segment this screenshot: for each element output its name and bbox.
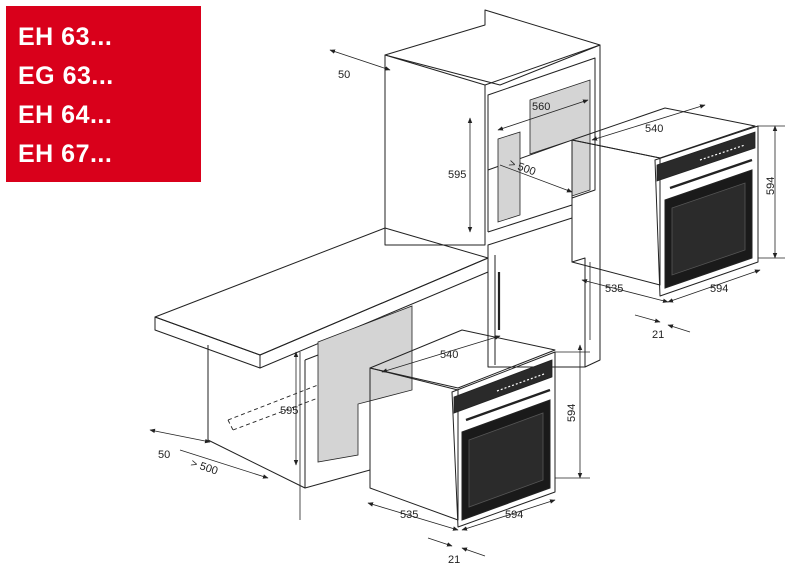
dim-counter-back-gap: > 500 xyxy=(189,457,219,477)
model-name: EH 67... xyxy=(18,140,113,168)
model-name: EH 63... xyxy=(18,23,113,51)
model-name: EG 63... xyxy=(18,62,114,90)
lower-oven-window xyxy=(461,399,551,521)
dim-upper-front-width: 594 xyxy=(710,283,728,295)
dim-counter-niche-height: 595 xyxy=(280,405,298,417)
dim-column-niche-width: 560 xyxy=(532,101,550,113)
dim-lower-front-thickness: 21 xyxy=(448,554,460,566)
tall-cabinet xyxy=(384,9,601,368)
dim-lower-oven-depth: 535 xyxy=(400,509,418,521)
dim-counter-depth-gap: 50 xyxy=(158,449,170,461)
upper-oven-control-panel xyxy=(656,131,756,182)
dim-upper-front-thickness: 21 xyxy=(652,329,664,341)
column-niche-back xyxy=(529,79,591,197)
dim-lower-oven-width: 540 xyxy=(440,349,458,361)
upper-oven-window xyxy=(664,169,753,289)
dim-column-niche-height: 595 xyxy=(448,169,466,181)
dim-upper-oven-height: 594 xyxy=(765,177,777,195)
dim-upper-oven-width: 540 xyxy=(645,123,663,135)
dim-lower-oven-height: 594 xyxy=(566,404,578,422)
countertop-unit xyxy=(154,227,489,489)
lower-oven-control-panel xyxy=(453,359,553,414)
dimension-lines xyxy=(149,49,785,557)
model-name: EH 64... xyxy=(18,101,113,129)
lower-oven xyxy=(369,329,556,528)
dim-upper-oven-depth: 535 xyxy=(605,283,623,295)
dim-column-depth-gap: 50 xyxy=(338,69,350,81)
upper-oven xyxy=(571,107,759,297)
dim-lower-front-width: 594 xyxy=(505,509,523,521)
counter-niche-back xyxy=(317,305,413,463)
model-label-box: EH 63... EG 63... EH 64... EH 67... xyxy=(6,6,201,182)
